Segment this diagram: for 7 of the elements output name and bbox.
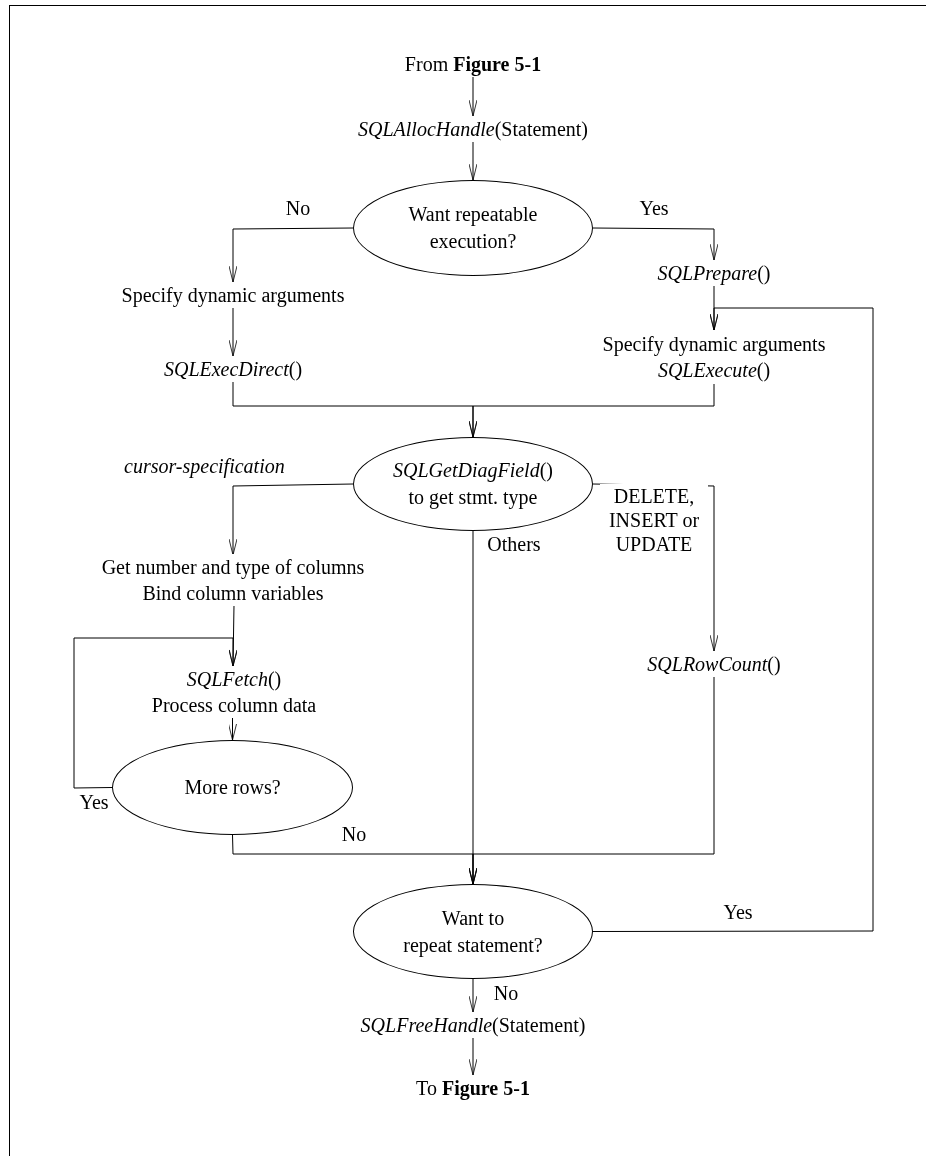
decision-text: Want repeatable execution? — [407, 202, 539, 254]
decision-text: Want to repeat statement? — [402, 905, 544, 959]
edge-label: cursor-specification — [124, 454, 285, 478]
arrow — [592, 307, 874, 932]
step-text: Get number and type of columns — [101, 554, 365, 580]
decision-text: SQLGetDiagField() to get stmt. type — [392, 458, 554, 511]
decision-text: More rows? — [184, 775, 281, 800]
